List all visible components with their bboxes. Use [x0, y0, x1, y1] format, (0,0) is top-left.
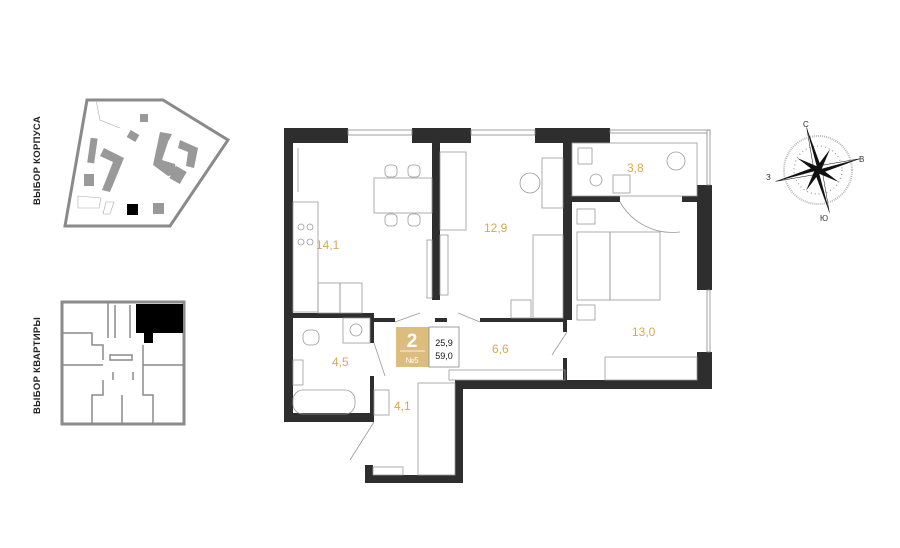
total-area: 59,0	[435, 351, 453, 361]
apartment-number: №5	[405, 356, 419, 365]
floor-plan: 14,1 12,9 3,8 13,0 6,6 4,5 4,1 2 №5 25,9…	[284, 128, 712, 483]
living-area: 25,9	[435, 338, 453, 348]
bedroom-area: 13,0	[632, 325, 656, 339]
apartment-select-map[interactable]	[60, 300, 186, 426]
selected-apartment[interactable]	[136, 304, 183, 343]
balcony-area: 3,8	[627, 161, 644, 175]
kitchen-area: 14,1	[316, 238, 340, 252]
bathroom-area: 4,5	[332, 355, 349, 369]
entrance-area: 4,1	[394, 399, 411, 413]
room-area-small: 12,9	[484, 221, 508, 235]
rooms-count: 2	[407, 331, 418, 352]
compass-east: В	[859, 155, 864, 164]
compass-west: З	[766, 173, 771, 182]
building-select-map[interactable]	[63, 98, 231, 228]
compass-south: Ю	[820, 214, 828, 223]
apartment-badge: 2 №5 25,9 59,0	[396, 326, 460, 368]
selected-building[interactable]	[127, 204, 138, 215]
compass-rose-icon	[775, 127, 861, 213]
compass-north: С	[803, 120, 809, 129]
hall-area: 6,6	[492, 342, 509, 356]
